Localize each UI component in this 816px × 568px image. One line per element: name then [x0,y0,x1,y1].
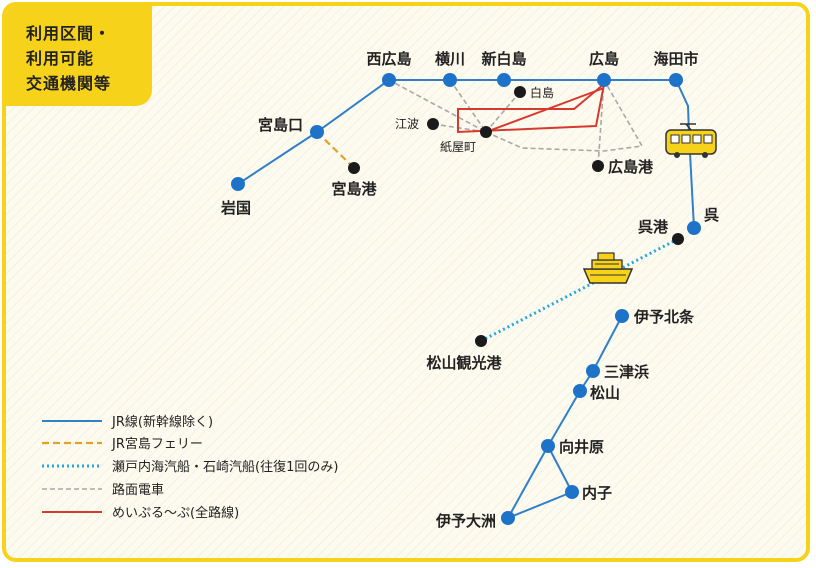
label-iyo-ozu: 伊予大洲 [435,512,496,530]
station-dot-nishi-hiroshima [382,73,396,87]
stop-dot-kamiyacho [480,126,492,138]
station-dot-mukaibara [541,439,555,453]
label-kaitaichi: 海田市 [653,50,698,68]
label-matsuyama-kanko-port: 松山観光港 [426,354,502,372]
title-badge: 利用区間・ 利用可能 交通機関等 [6,6,152,106]
station-dot-yokogawa [443,73,457,87]
stop-dot-enami [427,118,439,130]
ferry-ship-icon [582,252,634,284]
stops [348,86,684,347]
label-hiroshima-port: 広島港 [608,158,654,176]
legend: JR線(新幹線除く) JR宮島フェリー 瀬戸内海汽船・石崎汽船(往復1回のみ) … [42,414,338,521]
stop-dot-matsuyama-kanko-port [475,335,487,347]
legend-label-ferry: JR宮島フェリー [111,436,203,452]
stop-dot-miyajima-port [348,162,360,174]
label-mitsuhama: 三津浜 [604,363,649,381]
label-miyajimaguchi: 宮島口 [258,116,303,134]
title-line-2: 利用可能 [26,49,95,68]
tram-route-loop [485,79,644,152]
legend-label-sea: 瀬戸内海汽船・石崎汽船(往復1回のみ) [112,459,338,475]
meipuru-loop [457,81,606,134]
title-line-1: 利用区間・ [26,24,112,43]
stop-dot-kure-port [672,233,684,245]
station-dot-kaitaichi [669,73,683,87]
route-map: 西広島 横川 新白島 広島 海田市 宮島口 岩国 呉 伊予北条 三津浜 松山 向… [42,50,719,530]
station-dot-mitsuhama [586,364,600,378]
map-frame: 利用区間・ 利用可能 交通機関等 [2,2,810,562]
meipuru-route-inner [485,87,605,133]
tram-route-hakushima [485,91,521,133]
label-mukaibara: 向井原 [559,438,604,456]
label-uchiko: 内子 [582,484,612,502]
label-kure: 呉 [704,206,719,224]
label-miyajima-port: 宮島港 [331,180,377,198]
setonaikai-sea-route [480,237,679,343]
label-iwakuni: 岩国 [220,199,251,217]
label-hakushima: 白島 [530,85,554,100]
legend-item-meipuru: めいぷる〜ぷ(全路線) [42,505,239,521]
station-dot-shin-hakushima [497,73,511,87]
jr-miyajima-ferry-route [316,131,355,169]
legend-item-ferry: JR宮島フェリー [42,436,203,452]
legend-item-jr: JR線(新幹線除く) [42,414,213,430]
stop-dot-hiroshima-port [592,160,604,172]
tram-route-port [597,79,605,167]
label-nishi-hiroshima: 西広島 [366,50,411,68]
legend-label-meipuru: めいぷる〜ぷ(全路線) [112,505,239,521]
label-yokogawa: 横川 [435,50,465,68]
title-line-3: 交通機関等 [26,74,112,93]
legend-label-jr: JR線(新幹線除く) [111,414,213,430]
station-dot-uchiko [565,485,579,499]
jr-uchiko-line [507,445,574,519]
label-matsuyama: 松山 [590,384,620,402]
label-hiroshima: 広島 [589,50,619,68]
jr-stations [231,73,701,525]
station-labels: 西広島 横川 新白島 広島 海田市 宮島口 岩国 呉 伊予北条 三津浜 松山 向… [220,50,719,530]
stop-labels: 白島 江波 紙屋町 広島港 宮島港 呉港 松山観光港 [331,85,668,372]
label-iyo-hojo: 伊予北条 [633,308,695,326]
legend-item-tram: 路面電車 [42,482,164,498]
streetcar-icon [665,123,717,158]
station-dot-kure [687,221,701,235]
label-kamiyacho: 紙屋町 [440,139,476,154]
station-dot-hiroshima [597,73,611,87]
label-shin-hakushima: 新白島 [481,50,526,68]
station-dot-iyo-hojo [615,309,629,323]
tram-route-yokogawa [449,79,487,133]
label-kure-port: 呉港 [638,218,669,236]
station-dot-iyo-ozu [501,511,515,525]
station-dot-miyajimaguchi [310,125,324,139]
station-dot-iwakuni [231,177,245,191]
label-enami: 江波 [395,117,419,131]
legend-item-sea: 瀬戸内海汽船・石崎汽船(往復1回のみ) [42,459,338,475]
meipuru-route [457,81,606,134]
station-dot-matsuyama [573,384,587,398]
stop-dot-hakushima [514,86,526,98]
legend-label-tram: 路面電車 [112,482,164,498]
